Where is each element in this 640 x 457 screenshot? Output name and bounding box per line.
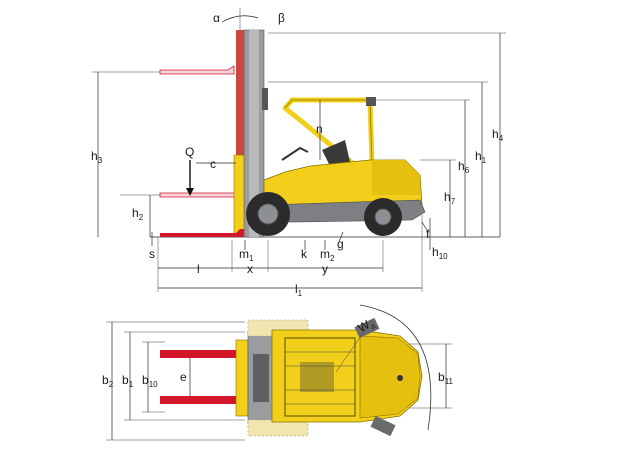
wa-radius-line	[335, 319, 373, 373]
top-counterweight	[359, 335, 421, 419]
beacon-light	[366, 97, 376, 106]
y-label: y	[322, 262, 328, 276]
mast-cylinder	[262, 88, 268, 110]
s-label: s	[149, 247, 155, 261]
h3-label: h3	[91, 149, 103, 165]
top-overhead-guard	[284, 337, 356, 417]
f-label: f	[426, 227, 430, 241]
mast-inner	[249, 30, 259, 237]
h4-label: h4	[492, 127, 504, 143]
q-label: Q	[185, 145, 194, 159]
m1-label: m1	[239, 247, 254, 263]
mast-tilt-upright	[236, 30, 244, 237]
rear-light	[397, 375, 403, 381]
top-fork-left	[160, 350, 236, 358]
raised-fork	[159, 65, 235, 75]
h6-label: h6	[458, 159, 470, 175]
load-arrowhead	[186, 188, 194, 196]
k-label: k	[301, 247, 308, 261]
b10-label: b10	[142, 373, 158, 389]
n-label: n	[316, 122, 323, 136]
f-arrow	[421, 221, 429, 233]
c-label: c	[210, 157, 216, 171]
steering-column	[281, 146, 309, 161]
h7-label: h7	[444, 190, 456, 206]
alpha-label: α	[213, 11, 220, 25]
m2-label: m2	[320, 247, 335, 263]
g-label: g	[337, 237, 344, 251]
rear-hub	[374, 208, 392, 226]
top-carriage	[235, 339, 249, 417]
counterweight-top	[372, 160, 420, 195]
b2-label: b2	[102, 373, 114, 389]
front-hub	[257, 203, 279, 225]
h2-label: h2	[132, 206, 144, 222]
side-view: α β h4 h1 h6 h7 h10 h3 h2 n Q c s m1 k m…	[91, 8, 506, 298]
l-label: l	[197, 262, 200, 276]
beta-label: β	[278, 11, 285, 25]
carriage	[233, 154, 245, 236]
operator-seat	[322, 140, 350, 166]
guard-outline	[284, 99, 373, 166]
turning-radius-arc	[359, 304, 432, 431]
x-label: x	[247, 262, 253, 276]
top-view: b2 b1 b10 e b11 Wa	[102, 304, 454, 441]
g-arrow	[338, 231, 344, 243]
top-rear-tire-left	[354, 317, 380, 339]
top-fork-right	[160, 396, 236, 404]
h1-label: h1	[475, 149, 487, 165]
mid-fork	[159, 192, 237, 198]
b11-label: b11	[438, 370, 454, 386]
l1-label: l1	[295, 282, 303, 298]
top-seat	[300, 362, 334, 392]
top-rear-tire-right	[370, 415, 396, 437]
e-label: e	[180, 370, 187, 384]
lower-fork	[160, 229, 244, 237]
b1-label: b1	[122, 373, 134, 389]
h10-label: h10	[432, 245, 448, 261]
top-mast-cylinder	[253, 354, 269, 402]
